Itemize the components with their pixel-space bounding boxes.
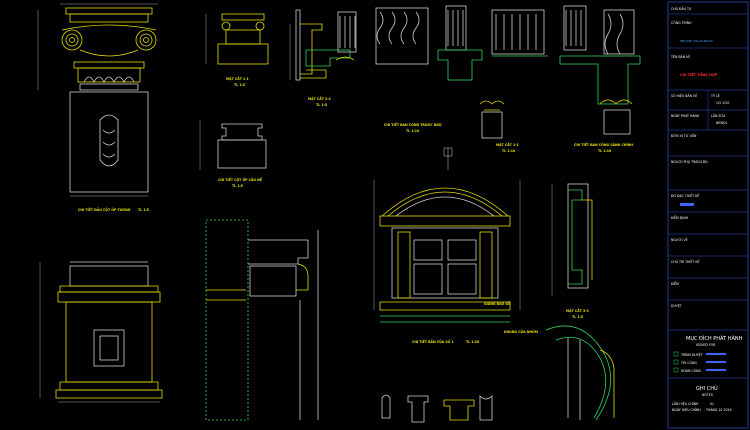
tb-manager-label: NGƯỜI PHỤ TRÁCH BỘ [671,159,708,164]
label-balcony-front: CHI TIẾT BAN CÔNG TRƯỚC NGỮ [384,121,442,127]
door-elevation-drawing [373,147,521,323]
label-section-1-1b: MẶT CẮT 1-1 [496,142,519,147]
label-section-1-1-scale: TL 1:5 [234,83,245,87]
tb-owner-label: CHỦ ĐẦU TƯ [671,6,692,11]
label-column-capital: CHI TIẾT ĐẦU CỘT ỐP TƯỜNG [78,206,131,212]
tb-notes-line1: LẦN HIỆU CHỈNH [672,401,699,406]
label-section-2-2: MẶT CẮT 2-2 [308,96,331,101]
tb-purpose-item-2: THI CÔNG [680,360,697,365]
tb-drawing-name-label: TÊN BẢN VẼ [670,54,690,59]
label-section-1-1: MẶT CẮT 1-1 [226,76,249,81]
tb-sheet-no-label: SỐ HIỆU BẢN VẼ [671,93,697,98]
arch-detail-drawing [545,325,615,421]
label-section-1-1b-scale: TL 1:10 [502,149,516,153]
label-column-foot: CHI TIẾT CỘT ỐP CẤU ĐỂ [218,176,263,182]
balcony-front-drawing [305,7,429,67]
tb-notes-sub: NOTES [702,393,713,397]
tb-checker-label: KIỂM ĐỊNH [671,215,689,220]
tb-drawing-name: CHI TIẾT TỔNG HỢP [680,71,718,77]
bottom-profile-details [381,394,493,423]
column-capital-drawing [37,3,158,197]
tb-designer-bar [680,203,694,206]
tb-notes-line2: NGÀY HIỆU CHỈNH [672,407,701,412]
tb-purpose-checkbox-1[interactable] [673,351,679,357]
section-3-3-drawing [551,183,593,296]
tb-notes-val2: THÁNG 10 2019 [705,407,732,412]
tb-purpose-checkbox-3[interactable] [673,367,679,373]
tb-notes-val1: 01 [710,402,714,406]
tb-purpose-bar-2 [706,361,726,363]
tb-rev-label: LẦN SỬA [711,113,726,118]
label-column-foot-scale: TL 1:5 [232,184,243,188]
label-section-3-3-scale: TL 1:5 [572,315,583,319]
label-door-note-1: GIĂNG BAO GỖ [484,301,511,306]
column-foot-drawing [199,120,267,170]
tb-check-label: KIỂM [671,281,679,286]
tb-purpose-title: MỤC ĐÍCH PHÁT HÀNH [686,335,743,342]
pedestal-drawing [39,261,163,403]
tb-project-label: CÔNG TRÌNH [671,20,692,25]
tb-drawer-label: NGƯỜI VẼ [671,237,688,242]
balcony-main-drawing [559,5,641,135]
label-door-entry-scale: TL 1:20 [466,340,480,344]
label-door-note-2: KHUNG CỬA NHÔM [504,329,538,334]
tb-rev-value: NEW01 [716,121,728,125]
label-column-capital-scale: TL 1:5 [138,208,149,212]
label-door-entry: CHI TIẾT BẢN CỬA SỐ 1 [412,338,454,344]
tb-approve-label: DUYỆT [671,303,682,308]
wall-section-drawing [205,219,319,421]
label-section-2-2-scale: TL 1:5 [316,103,327,107]
tb-chief-label: CHỦ TRÌ THIẾT KẾ [671,258,700,264]
tb-scale-value: 1/5 1/20 [716,101,729,105]
label-balcony-main-scale: TL 1:10 [598,149,612,153]
tb-scale-label: TỶ LỆ [710,93,720,98]
section-1-1b-drawing [437,5,548,139]
label-section-3-3: MẶT CẮT 3-3 [566,308,589,313]
tb-project-name: DELUXE VILLAS NGỌC [680,39,713,43]
tb-purpose-list: TRÌNH DUYỆT THI CÔNG HOÀN CÔNG [673,351,726,373]
tb-purpose-bar-3 [706,369,726,371]
tb-purpose-bar-1 [706,353,726,355]
tb-designer-label: ĐO ĐẠC THIẾT KẾ [671,192,700,198]
tb-design-unit-label: ĐƠN VỊ TƯ VẤN [671,133,697,138]
tb-notes-title: GHI CHÚ [696,385,718,392]
tb-date-label: NGÀY PHÁT HÀNH [671,113,700,118]
tb-purpose-item-1: TRÌNH DUYỆT [680,352,703,357]
tb-purpose-checkbox-2[interactable] [673,359,679,365]
tb-purpose-item-3: HOÀN CÔNG [681,368,702,373]
title-block [667,1,749,429]
label-balcony-main: CHI TIẾT BAN CÔNG SẢNH CHÍNH [574,141,633,147]
section-2-2-drawing [289,9,327,81]
section-1-1-drawing [205,13,269,65]
label-balcony-front-scale: TL 1:10 [406,129,420,133]
tb-purpose-sub: ISSUED FOR [696,343,716,347]
